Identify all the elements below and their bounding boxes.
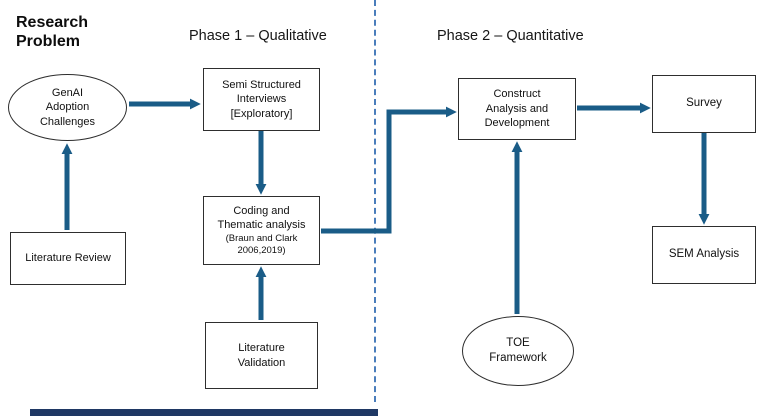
phase1-heading: Phase 1 – Qualitative: [189, 28, 327, 44]
arrow-coding-to-construct: [321, 106, 457, 234]
node-literature-review: Literature Review: [10, 232, 126, 285]
research-problem-heading: Research Problem: [16, 14, 89, 50]
node-sem-analysis: SEM Analysis: [652, 226, 756, 284]
phase-divider-dashed-line: [374, 0, 376, 402]
node-survey: Survey: [652, 75, 756, 133]
node-coding-thematic-analysis: Coding and Thematic analysis (Braun and …: [203, 196, 320, 265]
node-genai-adoption-challenges: GenAI Adoption Challenges: [8, 74, 127, 141]
node-construct-analysis-development: Construct Analysis and Development: [458, 78, 576, 140]
phase2-heading: Phase 2 – Quantitative: [437, 28, 584, 44]
node-survey-label: Survey: [686, 97, 722, 110]
node-toe-framework: TOE Framework: [462, 316, 574, 386]
bottom-bar: [30, 409, 378, 416]
node-literature-review-label: Literature Review: [25, 252, 111, 265]
node-construct-label: Construct Analysis and Development: [484, 88, 550, 130]
node-coding-sublabel: (Braun and Clark 2006,2019): [225, 232, 298, 257]
node-genai-label: GenAI Adoption Challenges: [39, 86, 96, 128]
node-toe-framework-label: TOE Framework: [489, 336, 547, 364]
node-literature-validation-label: Literature Validation: [237, 341, 286, 369]
node-semi-structured-interviews: Semi Structured Interviews [Exploratory]: [203, 68, 320, 131]
node-literature-validation: Literature Validation: [205, 322, 318, 389]
node-sem-analysis-label: SEM Analysis: [668, 248, 740, 261]
node-semi-structured-label: Semi Structured Interviews [Exploratory]: [222, 78, 301, 120]
node-coding-label: Coding and Thematic analysis: [217, 204, 306, 232]
